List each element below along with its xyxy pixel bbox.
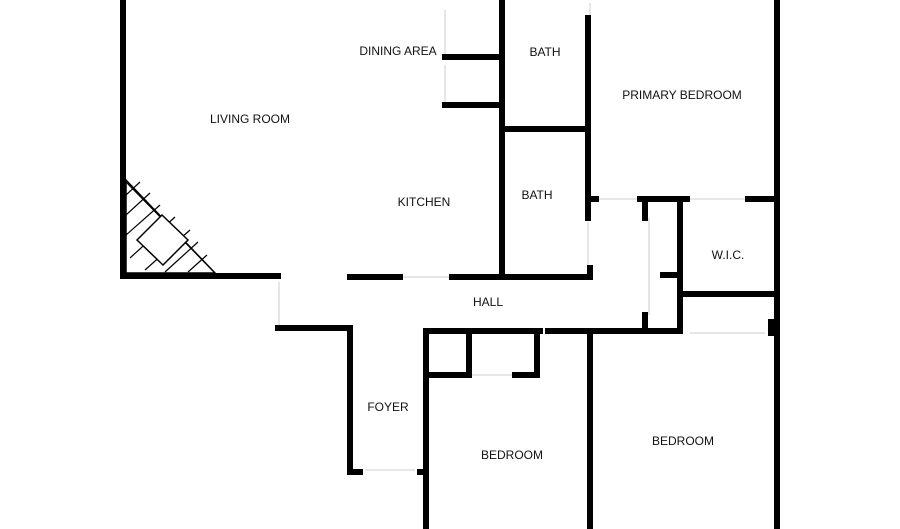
fireplace xyxy=(125,178,217,274)
label-dining-area: DINING AREA xyxy=(359,44,436,58)
label-bath-upper: BATH xyxy=(529,45,560,59)
wall-foyer-south xyxy=(417,469,429,529)
label-bedroom-right: BEDROOM xyxy=(652,434,714,448)
label-primary-bedroom: PRIMARY BEDROOM xyxy=(622,88,742,102)
wall-bath-south xyxy=(449,265,593,280)
openings xyxy=(278,3,765,471)
label-bedroom-left: BEDROOM xyxy=(481,448,543,462)
label-foyer: FOYER xyxy=(367,400,409,414)
wall-living-exterior xyxy=(120,0,281,279)
label-kitchen: KITCHEN xyxy=(398,195,451,209)
wall-closet-bottom xyxy=(642,312,683,334)
label-hall: HALL xyxy=(473,295,503,309)
label-wic: W.I.C. xyxy=(712,248,745,262)
label-bath-lower: BATH xyxy=(521,188,552,202)
walls xyxy=(120,0,780,529)
room-labels: LIVING ROOM DINING AREA KITCHEN BATH BAT… xyxy=(210,44,744,462)
wall-bedroom-closet-right xyxy=(512,328,540,378)
fireplace-firebox xyxy=(135,213,190,267)
label-living-room: LIVING ROOM xyxy=(210,112,290,126)
wall-foyer-west xyxy=(275,325,363,475)
